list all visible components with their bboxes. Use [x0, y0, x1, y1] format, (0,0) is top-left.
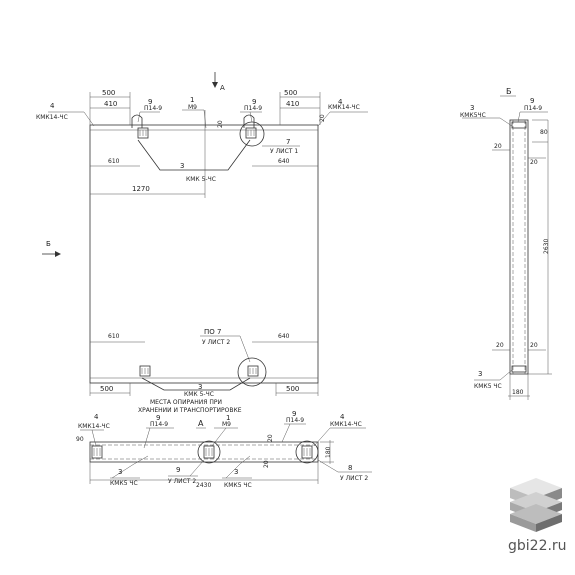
- side-panel-outline: [509, 119, 529, 375]
- label-9-left: 9: [148, 98, 152, 106]
- dim-640-top: 640: [278, 158, 290, 165]
- side-label-p14: П14-9: [524, 105, 542, 112]
- label-po7: ПО 7: [204, 328, 221, 336]
- plan-label-4-right: 4: [340, 413, 345, 421]
- side-label-kmk5-top: КМК5ЧС: [460, 112, 486, 119]
- side-dim-20-c: 20: [496, 342, 504, 349]
- dim-640-bottom: 640: [278, 333, 290, 340]
- plan-detail-circle-center: [197, 440, 221, 464]
- side-view: Б 3 КМК5ЧС 9 П14-9 80 20 20 2630 20 20: [460, 87, 552, 400]
- dim-20-topright: 20: [319, 114, 326, 122]
- plan-label-kmk14-right: КМК14-ЧС: [330, 421, 362, 428]
- side-label-3-bottom: 3: [478, 370, 482, 378]
- plan-label-ulist2-right: У ЛИСТ 2: [340, 475, 368, 482]
- label-4-right: 4: [338, 98, 343, 106]
- label-3-top: 3: [180, 162, 184, 170]
- side-dim-20-d: 20: [530, 342, 538, 349]
- side-dim-180: 180: [512, 389, 524, 396]
- side-dim-20-b: 20: [530, 159, 538, 166]
- plan-label-4-left: 4: [94, 413, 99, 421]
- plan-dim-2430: 2430: [196, 482, 211, 489]
- side-bottom-plate: [511, 365, 527, 373]
- plan-label-ulist2-mid: У ЛИСТ 2: [168, 478, 196, 485]
- view-arrow-a-label: А: [220, 84, 225, 92]
- detail-circle-top: [239, 121, 265, 147]
- side-dim-80: 80: [540, 129, 548, 136]
- label-kmk5-bottom: КМК 5-ЧС: [184, 391, 214, 398]
- label-4-left: 4: [50, 102, 55, 110]
- plan-label-1: 1: [226, 414, 230, 422]
- label-1-top: 1: [190, 96, 194, 104]
- dim-410-left: 410: [104, 100, 117, 108]
- bent-bar-bottom: [141, 377, 251, 391]
- plan-label-8: 8: [348, 464, 352, 472]
- label-kmk14-right: КМК14-ЧС: [328, 104, 360, 111]
- side-top-plate: [511, 121, 527, 129]
- label-p14-right: П14-9: [244, 105, 262, 112]
- side-dim-2630: 2630: [543, 239, 550, 254]
- label-kmk5-top: КМК 5-ЧС: [186, 176, 216, 183]
- side-label-kmk5-bottom: КМК5 ЧС: [474, 383, 502, 390]
- dim-500-bottom-right: 500: [286, 385, 299, 393]
- plan-end-plate-right: [301, 445, 313, 459]
- label-9-right: 9: [252, 98, 256, 106]
- plan-dim-20-b: 20: [263, 460, 270, 468]
- plan-label-kmk5-mid: КМК5 ЧС: [224, 482, 252, 489]
- plan-dim-20-a: 20: [267, 434, 274, 442]
- label-ulist1: У ЛИСТ 1: [270, 148, 298, 155]
- plan-label-9-mid: 9: [176, 466, 180, 474]
- dim-610-bottom: 610: [108, 333, 120, 340]
- lifting-loop-left: [131, 114, 143, 128]
- panel-outline: [89, 124, 319, 384]
- plan-label-a: А: [198, 419, 204, 428]
- plan-dim-90: 90: [76, 436, 84, 443]
- plan-label-9-left: 9: [156, 414, 160, 422]
- label-m9-top: М9: [188, 104, 197, 111]
- plan-label-3-mid: 3: [234, 468, 238, 476]
- dim-500-bottom-left: 500: [100, 385, 113, 393]
- dim-410-right: 410: [286, 100, 299, 108]
- plan-view: 4 КМК14-ЧС 90 9 П14-9 А 1 М9 20 9 П14-9 …: [76, 410, 372, 489]
- dim-20-top: 20: [217, 120, 224, 128]
- plan-dim-180: 180: [325, 446, 332, 458]
- side-dim-20-a: 20: [494, 143, 502, 150]
- view-arrow-b-label: Б: [46, 240, 51, 248]
- label-kmk14-left: КМК14-ЧС: [36, 114, 68, 121]
- side-label-9: 9: [530, 97, 534, 105]
- plan-end-plate-left: [91, 445, 103, 459]
- side-label-3-top: 3: [470, 104, 474, 112]
- label-p14-left: П14-9: [144, 105, 162, 112]
- plan-label-kmk5-left: КМК5 ЧС: [110, 480, 138, 487]
- label-7-top: 7: [286, 138, 290, 146]
- label-3-bottom: 3: [198, 383, 202, 391]
- watermark-logo-icon: [510, 478, 562, 532]
- watermark-text: gbi22.ru: [508, 538, 567, 554]
- support-note-line2: ХРАНЕНИИ И ТРАНСПОРТИРОВКЕ: [138, 407, 242, 414]
- plan-label-9-right: 9: [292, 410, 296, 418]
- embedded-plate-top-left: [137, 127, 149, 139]
- plan-label-3-left: 3: [118, 468, 122, 476]
- support-note-line1: МЕСТА ОПИРАНИЯ ПРИ: [150, 399, 222, 406]
- lifting-loop-right: [243, 114, 255, 128]
- side-view-title: Б: [506, 87, 512, 96]
- plan-label-p14-left: П14-9: [150, 421, 168, 428]
- bent-bar-top: [137, 139, 251, 171]
- embedded-plate-bottom-left: [139, 365, 151, 377]
- dim-1270: 1270: [132, 185, 150, 193]
- plan-label-m9: М9: [222, 421, 231, 428]
- embedded-plate-bottom-right: [247, 365, 259, 377]
- label-ulist2-bottom: У ЛИСТ 2: [202, 339, 230, 346]
- detail-circle-bottom: [237, 357, 267, 387]
- plan-label-p14-right: П14-9: [286, 417, 304, 424]
- dim-500-right: 500: [284, 89, 297, 97]
- plan-label-kmk14-left: КМК14-ЧС: [78, 423, 110, 430]
- front-view: 500 410 500 410 А Б 4 КМК14-ЧС 4 КМК14-Ч…: [36, 72, 368, 414]
- dim-500-left: 500: [102, 89, 115, 97]
- plan-center-plate: [203, 445, 215, 459]
- dim-610-top: 610: [108, 158, 120, 165]
- plan-detail-circle-right: [295, 440, 319, 464]
- embedded-plate-top-right: [245, 127, 257, 139]
